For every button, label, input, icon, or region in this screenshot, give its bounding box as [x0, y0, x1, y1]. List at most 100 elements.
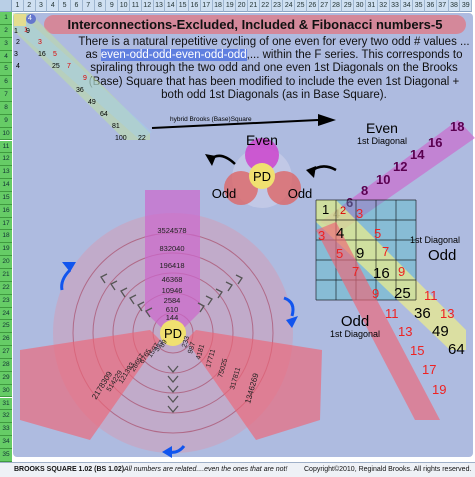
column-header[interactable]: 22: [259, 0, 272, 12]
column-header[interactable]: 37: [436, 0, 449, 12]
row-header[interactable]: 27: [0, 346, 12, 359]
row-header[interactable]: 10: [0, 127, 12, 141]
column-header[interactable]: 39: [460, 0, 473, 12]
column-header[interactable]: 16: [189, 0, 201, 12]
radial-center: PD: [164, 326, 182, 341]
row-header[interactable]: 16: [0, 204, 12, 218]
column-header[interactable]: 23: [271, 0, 284, 12]
select-all-corner[interactable]: [0, 0, 12, 12]
grid-sq-9: 9: [356, 245, 364, 262]
row-header[interactable]: 11: [0, 140, 12, 154]
column-header[interactable]: 11: [130, 0, 142, 12]
column-header[interactable]: 13: [153, 0, 166, 12]
even-num-16: 16: [428, 135, 442, 150]
row-header[interactable]: 18: [0, 230, 12, 244]
column-header[interactable]: 38: [448, 0, 461, 12]
column-header[interactable]: 14: [165, 0, 178, 12]
row-header[interactable]: 32: [0, 410, 12, 424]
column-header[interactable]: 5: [59, 0, 71, 12]
column-header[interactable]: 4: [47, 0, 60, 12]
column-header[interactable]: 17: [200, 0, 213, 12]
row-header[interactable]: 23: [0, 294, 12, 308]
description-paragraph: There is a natural repetitive cycling of…: [78, 36, 470, 102]
column-header[interactable]: 35: [413, 0, 425, 12]
column-header[interactable]: 18: [212, 0, 225, 12]
row-header[interactable]: 1: [0, 12, 12, 25]
column-header[interactable]: 24: [283, 0, 296, 12]
row-header[interactable]: 6: [0, 76, 12, 90]
row-header[interactable]: 20: [0, 256, 12, 269]
footer-bar: BROOKS SQUARE 1.02 (BS 1.02) All numbers…: [0, 462, 475, 477]
left-odd-13: 13: [398, 324, 412, 339]
row-header[interactable]: 2: [0, 24, 12, 38]
row-header[interactable]: 9: [0, 114, 12, 128]
right-val-5: 987: [187, 341, 197, 354]
column-header[interactable]: 36: [425, 0, 437, 12]
row-header[interactable]: 7: [0, 89, 12, 102]
column-header[interactable]: 12: [141, 0, 154, 12]
curve-arrows-black: [205, 154, 337, 178]
column-header[interactable]: 29: [342, 0, 355, 12]
row-header[interactable]: 17: [0, 217, 12, 231]
row-header[interactable]: 29: [0, 371, 12, 385]
column-header[interactable]: 20: [236, 0, 248, 12]
column-header[interactable]: 26: [307, 0, 319, 12]
row-header[interactable]: 19: [0, 243, 12, 257]
left-odd-11: 11: [385, 306, 399, 321]
row-header[interactable]: 26: [0, 333, 12, 347]
row-header[interactable]: 14: [0, 179, 12, 192]
row-header[interactable]: 28: [0, 358, 12, 372]
even-diag-title: Even: [366, 120, 398, 136]
right-odd-9: 9: [398, 264, 405, 279]
column-header[interactable]: 1: [12, 0, 24, 12]
column-header[interactable]: 9: [106, 0, 119, 12]
row-header[interactable]: 24: [0, 307, 12, 321]
column-header[interactable]: 6: [71, 0, 83, 12]
column-header[interactable]: 28: [330, 0, 343, 12]
sq-odd-3: 3: [38, 39, 42, 46]
column-header[interactable]: 8: [94, 0, 107, 12]
row-header[interactable]: 35: [0, 448, 12, 462]
row-header[interactable]: 15: [0, 191, 12, 205]
row-header[interactable]: 34: [0, 436, 12, 449]
column-header[interactable]: 32: [377, 0, 390, 12]
column-header[interactable]: 30: [354, 0, 366, 12]
column-header[interactable]: 27: [318, 0, 331, 12]
row-header[interactable]: 5: [0, 63, 12, 77]
sq-val-1: 1: [14, 28, 18, 35]
left-arm: [20, 330, 160, 440]
row-header[interactable]: 3: [0, 37, 12, 51]
row-header[interactable]: 8: [0, 101, 12, 115]
row-header[interactable]: 22: [0, 281, 12, 295]
column-header[interactable]: 3: [35, 0, 48, 12]
column-header[interactable]: 10: [118, 0, 130, 12]
column-header[interactable]: 7: [82, 0, 95, 12]
row-header[interactable]: 21: [0, 269, 12, 282]
right-odd-13: 13: [440, 306, 454, 321]
row-header[interactable]: 12: [0, 153, 12, 167]
column-header[interactable]: 19: [224, 0, 237, 12]
grid-sq-4: 4: [336, 225, 344, 242]
row-header[interactable]: 30: [0, 384, 12, 398]
column-header[interactable]: 15: [177, 0, 189, 12]
column-header[interactable]: 21: [248, 0, 260, 12]
top-val-4: 10946: [162, 286, 183, 295]
right-odd-7: 7: [382, 244, 389, 259]
right-odd-11: 11: [424, 288, 438, 303]
top-arm: [145, 190, 200, 332]
small-diagonal-square: 1 2 3 4 1 3 5 7 9 4 9 16 25 36 49 64 81 …: [13, 13, 152, 142]
column-header[interactable]: 25: [295, 0, 307, 12]
row-header[interactable]: 13: [0, 166, 12, 180]
sq-diag-4: 4: [28, 15, 32, 22]
row-header[interactable]: 33: [0, 423, 12, 437]
column-header[interactable]: 31: [366, 0, 378, 12]
column-header[interactable]: 2: [23, 0, 36, 12]
row-header[interactable]: 25: [0, 320, 12, 334]
footer-copyright: Copyright©2010, Reginald Brooks. All rig…: [304, 466, 472, 473]
venn-odd-right: Odd: [288, 186, 313, 201]
column-header[interactable]: 34: [401, 0, 414, 12]
column-header[interactable]: 33: [389, 0, 402, 12]
row-header[interactable]: 4: [0, 50, 12, 64]
grid-bottom-label: Odd: [341, 313, 369, 330]
row-header[interactable]: 31: [0, 397, 12, 411]
